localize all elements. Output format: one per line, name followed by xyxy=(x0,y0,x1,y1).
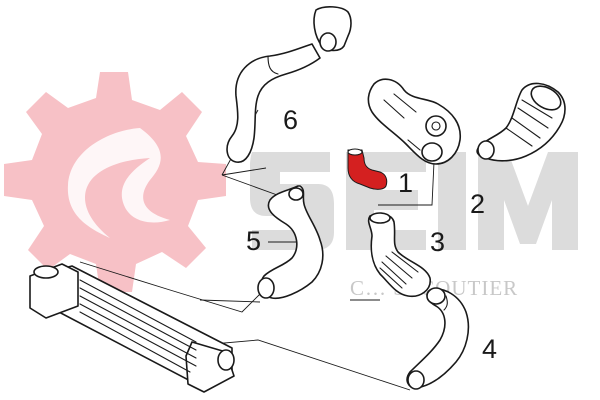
part-number-1: 1 xyxy=(398,168,413,198)
part-3-inlet xyxy=(369,212,391,224)
throttle-body-main xyxy=(367,78,462,165)
part-6-connector-port xyxy=(319,32,337,52)
part-1-hose xyxy=(347,149,388,190)
part-2-outlet xyxy=(477,140,495,160)
intercooler-port-left xyxy=(33,265,59,279)
part-2-inlet xyxy=(530,85,562,111)
throttle-body-port xyxy=(421,142,443,162)
part-number-6: 6 xyxy=(283,105,298,135)
watermark-letters xyxy=(250,152,578,250)
part-5-end-lower xyxy=(257,277,275,299)
part-numbers: 1 2 3 4 5 6 xyxy=(246,105,497,364)
part-4[interactable] xyxy=(406,287,470,390)
part-1[interactable] xyxy=(347,148,388,190)
part-2[interactable] xyxy=(476,81,566,162)
part-6-hose xyxy=(226,43,321,163)
part-6[interactable] xyxy=(226,6,352,163)
intercooler-port-right xyxy=(217,349,235,371)
throttle-body-valve xyxy=(425,115,447,137)
part-number-3: 3 xyxy=(430,227,445,257)
throttle-body-lines xyxy=(383,93,421,151)
part-3-ribs xyxy=(379,251,419,289)
throttle-body-valve-inner xyxy=(431,121,441,131)
intercooler-fins xyxy=(79,279,197,373)
leader-lines xyxy=(79,109,435,391)
part-number-5: 5 xyxy=(246,226,261,256)
part-4-end-upper xyxy=(426,287,446,305)
letters-shape xyxy=(250,152,578,250)
watermark-swoosh xyxy=(67,128,170,238)
part-1-end xyxy=(347,148,363,156)
part-number-2: 2 xyxy=(470,189,485,219)
part-2-ribs xyxy=(505,99,553,147)
part-5[interactable] xyxy=(257,185,324,300)
leader-line-1 xyxy=(378,161,435,206)
part-number-4: 4 xyxy=(482,334,497,364)
gear-shape xyxy=(4,72,226,292)
part-4-ring xyxy=(443,295,448,311)
part-4-end-lower xyxy=(407,370,425,390)
watermark: C… SI COUTIER xyxy=(4,72,578,300)
intercooler[interactable] xyxy=(29,263,235,393)
part-6-hose-ring xyxy=(267,55,279,75)
part-3-body xyxy=(367,213,431,298)
part-3[interactable] xyxy=(367,212,431,298)
watermark-gear xyxy=(4,72,226,292)
part-5-end-upper xyxy=(288,187,304,201)
throttle-body[interactable] xyxy=(367,78,462,165)
